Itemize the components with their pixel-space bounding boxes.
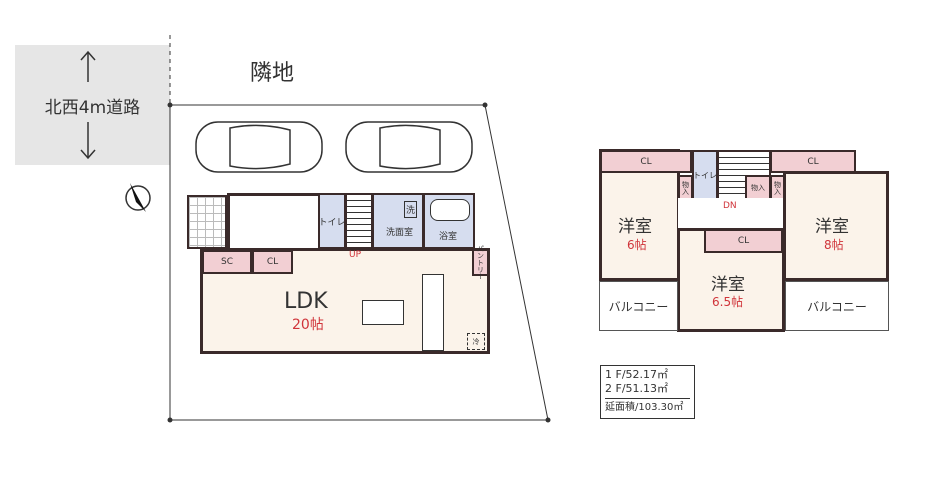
compass-icon (125, 183, 151, 212)
room-middle-size: 6.5帖 (712, 295, 744, 309)
sc-storage: SC (202, 250, 252, 274)
balcony-right: バルコニー (785, 281, 889, 331)
road-width-arrow-icon (80, 50, 96, 160)
storage-2: 物入 (745, 175, 771, 200)
entrance-porch (187, 195, 227, 249)
area-2f: 2 F/51.13㎡ (605, 382, 690, 399)
fridge-space: 冷 (467, 333, 485, 350)
closet-1f: CL (252, 250, 293, 274)
area-summary: 1 F/52.17㎡ 2 F/51.13㎡ 延面積/103.30㎡ (600, 365, 695, 419)
dn-label: DN (723, 201, 737, 211)
stairs-1f (345, 193, 373, 249)
neighbor-label: 隣地 (250, 61, 295, 86)
pantry: パントリー (472, 245, 489, 280)
room-left-label: 洋室 (618, 217, 652, 237)
toilet-1f: トイレ (318, 193, 346, 249)
road: 北西4m道路 (15, 45, 170, 165)
room-right-label: 洋室 (815, 217, 849, 237)
room-left-size: 6帖 (627, 238, 647, 252)
road-label: 北西4m道路 (44, 92, 141, 118)
balcony-left: バルコニー (599, 281, 678, 331)
genkan-hall (227, 193, 320, 251)
up-label: UP (349, 250, 362, 260)
hall-2f (678, 198, 785, 230)
closet-left: CL (600, 150, 692, 173)
dining-table (362, 300, 404, 325)
ldk-size: 20帖 (292, 317, 324, 333)
kitchen-counter (422, 274, 444, 351)
closet-right: CL (770, 150, 856, 173)
room-right-size: 8帖 (824, 238, 844, 252)
area-1f: 1 F/52.17㎡ (605, 368, 669, 381)
storage-1: 物入 (678, 175, 693, 200)
car-icon (345, 121, 473, 173)
ldk-label: LDK (284, 289, 328, 314)
washroom: 洗面室 洗 (372, 193, 424, 249)
area-total: 延面積/103.30㎡ (605, 402, 684, 413)
room-middle-label: 洋室 (711, 275, 745, 295)
bathroom: 浴室 (423, 193, 475, 249)
car-icon (195, 121, 323, 173)
closet-middle: CL (704, 229, 783, 253)
toilet-2f: トイレ (692, 150, 718, 200)
